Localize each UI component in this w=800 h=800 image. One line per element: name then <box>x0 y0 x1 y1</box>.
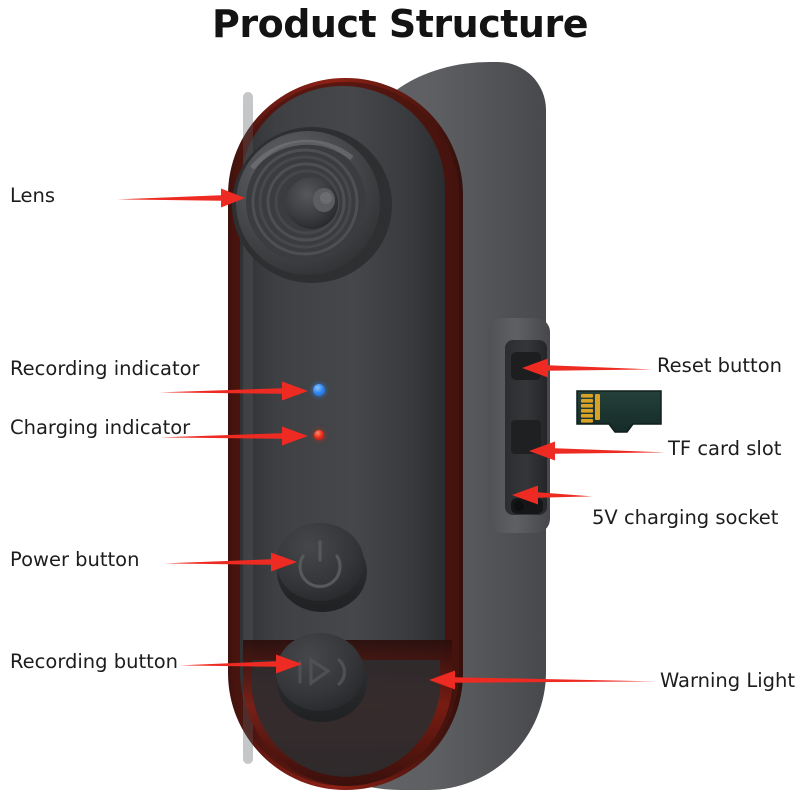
tf-card-pins <box>581 394 600 423</box>
label-recording-indicator: Recording indicator <box>10 357 200 380</box>
arrow-charging-socket <box>508 484 592 506</box>
arrow-power-button <box>165 551 301 573</box>
page-title: Product Structure <box>212 2 588 46</box>
lens-assembly <box>232 127 392 283</box>
arrow-recording-button <box>180 653 306 675</box>
arrow-warning-light <box>425 669 657 691</box>
arrow-tf-card-slot <box>525 440 665 462</box>
label-charging-socket: 5V charging socket <box>592 506 779 529</box>
label-warning-light: Warning Light <box>660 669 796 692</box>
charging-indicator-led <box>314 430 324 440</box>
label-reset-button: Reset button <box>657 354 782 377</box>
arrow-lens <box>117 187 249 209</box>
label-tf-card-slot: TF card slot <box>668 437 782 460</box>
arrow-reset-button <box>518 357 652 379</box>
recording-button-graphic <box>276 633 367 722</box>
arrow-recording-indicator <box>160 380 312 402</box>
tf-card-graphic <box>575 388 663 436</box>
label-recording-button: Recording button <box>10 650 179 673</box>
label-charging-indicator: Charging indicator <box>10 416 191 439</box>
recording-indicator-led <box>313 384 325 396</box>
label-lens: Lens <box>10 184 56 207</box>
arrow-charging-indicator <box>160 425 312 447</box>
label-power-button: Power button <box>10 548 140 571</box>
